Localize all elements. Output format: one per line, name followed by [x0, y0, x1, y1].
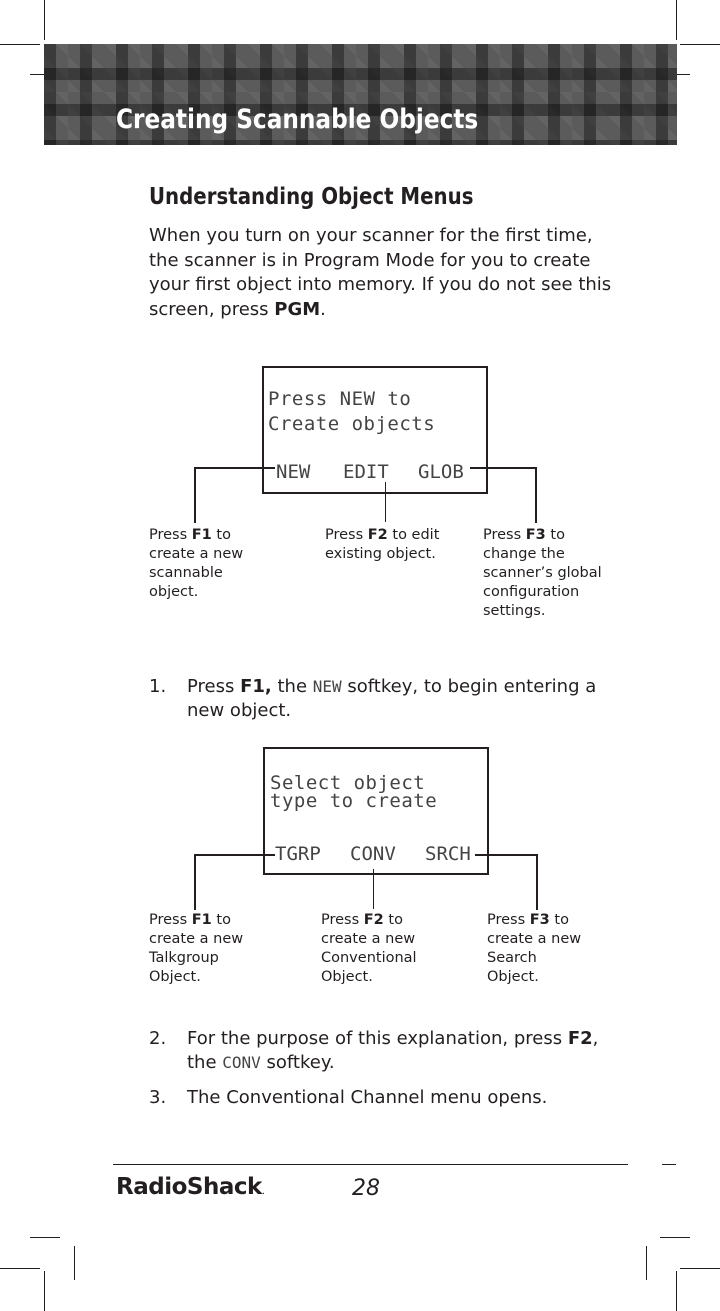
step-text-part: the	[271, 676, 313, 697]
callout-prefix: Press	[321, 912, 364, 928]
header-banner	[44, 44, 677, 145]
radioshack-logo: RadioShack.	[116, 1174, 265, 1200]
intro-end: .	[320, 298, 326, 320]
step-text-part: softkey.	[260, 1052, 335, 1073]
callout-text: to change the scanner’s global configura…	[483, 527, 602, 619]
crop-mark	[74, 1246, 75, 1280]
callout-f3: Press F3 to change the scanner’s global …	[483, 526, 613, 621]
step-text: For the purpose of this explanation, pre…	[187, 1027, 617, 1075]
leader-line	[195, 467, 275, 469]
leader-line	[373, 869, 374, 909]
leader-line	[470, 467, 536, 469]
lcd-screen-select	[263, 747, 489, 875]
intro-paragraph: When you turn on your scanner for the fi…	[149, 224, 619, 322]
callout-text: to create a new Search Object.	[487, 912, 582, 985]
step-softkey: NEW	[312, 677, 342, 696]
softkey-edit: EDIT	[343, 461, 389, 483]
crop-mark	[676, 1271, 677, 1311]
lcd-line-1: Press NEW to	[268, 388, 412, 410]
crop-mark	[676, 0, 677, 40]
page-title: Creating Scannable Objects	[116, 104, 479, 135]
callout-key: F2	[363, 912, 384, 928]
callout-key: F1	[191, 527, 212, 543]
brand-name: RadioShack	[116, 1174, 262, 1200]
step-number: 3.	[149, 1087, 167, 1108]
step-text: Press F1, the NEW softkey, to begin ente…	[187, 675, 617, 723]
leader-line	[535, 467, 537, 523]
step-key: F2	[567, 1028, 593, 1049]
leader-line	[475, 854, 537, 856]
footer-dash	[662, 1164, 676, 1165]
softkey-tgrp: TGRP	[275, 843, 321, 865]
callout-text: to create a new Talkgroup Object.	[149, 912, 244, 985]
crop-mark	[44, 0, 45, 40]
step-number: 2.	[149, 1028, 167, 1049]
callout-f2: Press F2 to create a new Conventional Ob…	[321, 911, 431, 987]
step-number: 1.	[149, 676, 167, 697]
leader-line	[195, 854, 275, 856]
step-text-part: , the	[187, 1028, 599, 1073]
crop-mark	[680, 1268, 720, 1269]
softkey-new: NEW	[276, 461, 311, 483]
step-text: The Conventional Channel menu opens.	[187, 1087, 548, 1108]
callout-prefix: Press	[149, 527, 192, 543]
intro-key: PGM	[274, 298, 321, 320]
step-text-part: softkey, to begin entering a new object.	[187, 676, 597, 721]
softkey-srch: SRCH	[425, 843, 471, 865]
step-softkey: CONV	[222, 1053, 261, 1072]
callout-text: to create a new Conventional Object.	[321, 912, 417, 985]
callout-f1: Press F1 to create a new Talkgroup Objec…	[149, 911, 264, 987]
section-heading: Understanding Object Menus	[149, 184, 474, 210]
crop-mark	[44, 1271, 45, 1311]
brand-dot: .	[261, 1186, 265, 1197]
lcd-line-1: Select object	[270, 772, 426, 794]
step-2: 2. For the purpose of this explanation, …	[149, 1027, 619, 1077]
step-1: 1. Press F1, the NEW softkey, to begin e…	[149, 675, 619, 725]
crop-mark	[0, 44, 40, 45]
callout-key: F1	[191, 912, 212, 928]
crop-mark	[0, 1268, 40, 1269]
crop-mark	[680, 44, 720, 45]
softkey-conv: CONV	[350, 843, 396, 865]
leader-line	[194, 854, 196, 910]
lcd-screen-main	[262, 366, 488, 494]
lcd-line-2: type to create	[270, 790, 438, 812]
crop-mark	[30, 1237, 60, 1238]
callout-prefix: Press	[487, 912, 530, 928]
callout-prefix: Press	[483, 527, 526, 543]
callout-key: F3	[529, 912, 550, 928]
crop-mark	[646, 1246, 647, 1280]
callout-text: to create a new scannable object.	[149, 527, 244, 600]
softkey-glob: GLOB	[418, 461, 464, 483]
callout-key: F2	[367, 527, 388, 543]
leader-line	[194, 467, 196, 523]
step-text-part: Press	[187, 676, 241, 697]
step-key: F1,	[240, 676, 272, 697]
page-number: 28	[352, 1176, 380, 1201]
footer-rule	[113, 1164, 628, 1165]
callout-f2: Press F2 to edit existing object.	[325, 526, 440, 564]
lcd-line-2: Create objects	[268, 413, 436, 435]
callout-prefix: Press	[149, 912, 192, 928]
leader-line	[536, 854, 538, 910]
crop-mark	[660, 1237, 690, 1238]
callout-f3: Press F3 to create a new Search Object.	[487, 911, 582, 987]
callout-text: to edit existing object.	[325, 527, 440, 562]
callout-f1: Press F1 to create a new scannable objec…	[149, 526, 264, 602]
callout-prefix: Press	[325, 527, 368, 543]
step-text-part: For the purpose of this explanation, pre…	[187, 1028, 568, 1049]
step-3: 3. The Conventional Channel menu opens.	[149, 1086, 619, 1112]
intro-text: When you turn on your scanner for the fi…	[149, 225, 612, 320]
leader-line	[385, 482, 386, 522]
callout-key: F3	[525, 527, 546, 543]
